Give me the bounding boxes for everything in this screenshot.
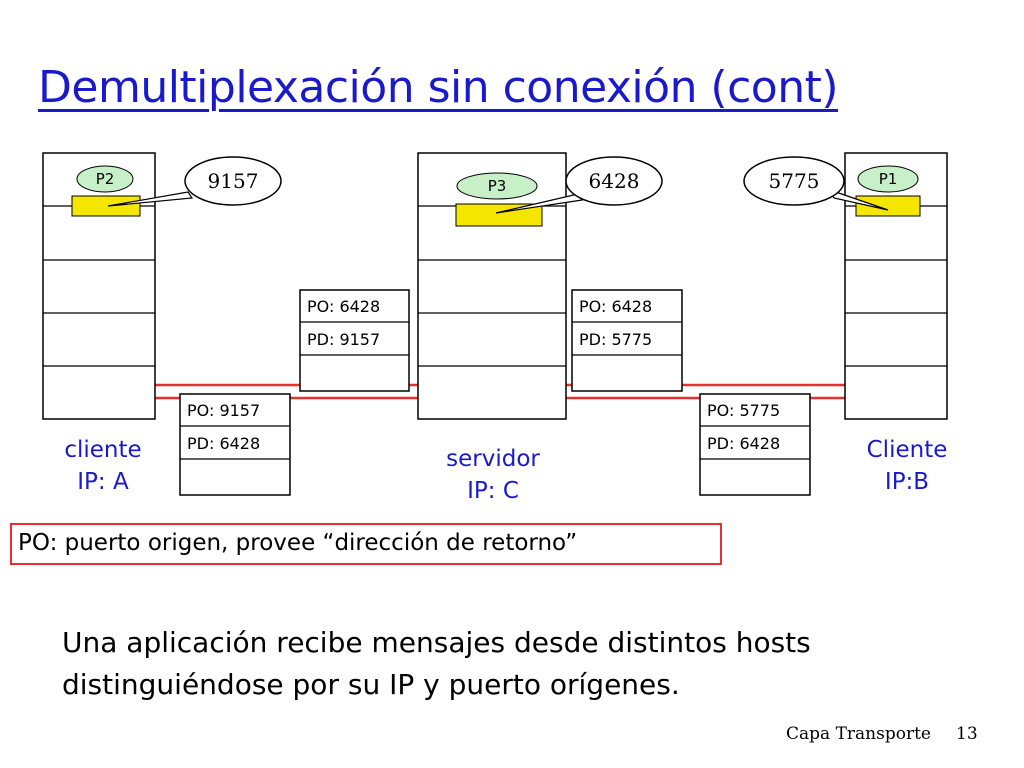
- segment-c-to-b: PO: 6428 PD: 5775: [571, 289, 683, 392]
- legend-box: [10, 523, 722, 565]
- segment-c-to-b-po: PO: 6428: [579, 297, 652, 316]
- segment-c-to-b-pd: PD: 5775: [579, 330, 652, 349]
- port-bubble-6428: 6428: [495, 156, 663, 214]
- host-label-client-a-name: cliente: [64, 437, 142, 463]
- process-p1-label: P1: [879, 170, 898, 188]
- segment-a-to-c-po: PO: 9157: [187, 401, 260, 420]
- process-p3-label: P3: [488, 177, 507, 195]
- segment-b-to-c-po: PO: 5775: [707, 401, 780, 420]
- footer-section: Capa Transporte: [786, 724, 931, 744]
- host-label-client-a-ip: IP: A: [77, 469, 129, 495]
- process-p2: P2: [76, 165, 134, 193]
- explanatory-note: Una aplicación recibe mensajes desde dis…: [62, 626, 811, 701]
- segment-c-to-a-po: PO: 6428: [307, 297, 380, 316]
- port-bubble-6428-text: 6428: [589, 169, 640, 193]
- segment-b-to-c-pd: PD: 6428: [707, 434, 780, 453]
- segment-a-to-c: PO: 9157 PD: 6428: [179, 393, 291, 496]
- legend-text: PO: puerto origen, provee “dirección de …: [18, 530, 578, 556]
- host-label-server-c-ip: IP: C: [467, 478, 519, 504]
- port-bubble-9157: 9157: [107, 156, 282, 207]
- segment-c-to-a: PO: 6428 PD: 9157: [299, 289, 410, 392]
- process-p3: P3: [456, 172, 538, 200]
- host-label-client-b-ip: IP:B: [884, 469, 930, 495]
- footer-page-number: 13: [956, 724, 978, 744]
- host-stack-client-b: [844, 152, 948, 420]
- port-bubble-5775: 5775: [743, 156, 889, 211]
- host-label-client-a: cliente IP: A: [40, 434, 166, 498]
- socket-client-a: [71, 195, 141, 217]
- host-label-server-c: servidor IP: C: [420, 443, 566, 507]
- host-label-server-c-name: servidor: [446, 446, 540, 472]
- segment-a-to-c-pd: PD: 6428: [187, 434, 260, 453]
- process-p2-label: P2: [96, 170, 115, 188]
- host-label-client-b: Cliente IP:B: [845, 434, 969, 498]
- socket-client-b: [855, 195, 921, 217]
- segment-c-to-a-pd: PD: 9157: [307, 330, 380, 349]
- segment-b-to-c: PO: 5775 PD: 6428: [699, 393, 811, 496]
- port-bubble-5775-text: 5775: [769, 169, 820, 193]
- host-stack-client-a: [42, 152, 156, 420]
- process-p1: P1: [857, 165, 919, 193]
- slide-title: Demultiplexación sin conexión (cont): [38, 62, 839, 113]
- port-bubble-9157-text: 9157: [208, 169, 259, 193]
- host-label-client-b-name: Cliente: [866, 437, 948, 463]
